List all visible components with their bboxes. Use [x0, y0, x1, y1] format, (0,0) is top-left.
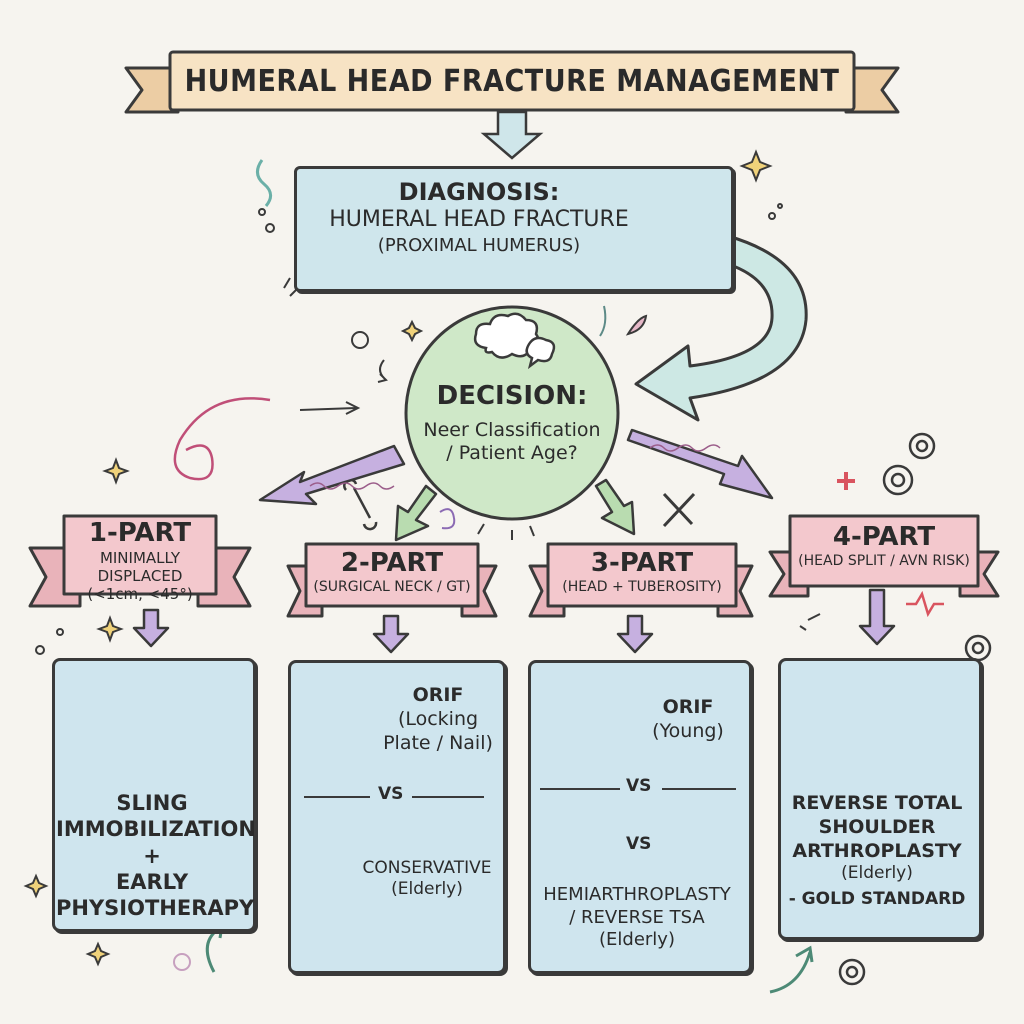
decision-line-2: / Patient Age?: [446, 442, 578, 465]
option-detail: / REVERSE TSA: [569, 906, 705, 928]
treatment-line: ARTHROPLASTY: [792, 839, 962, 862]
thought-bubble-icon: [473, 312, 556, 370]
option-detail: Plate / Nail): [383, 731, 493, 754]
panel-3-part: [528, 660, 752, 974]
branch-title: 3-PART: [590, 548, 694, 578]
branch-subtitle: (HEAD + TUBEROSITY): [562, 579, 722, 596]
panel-2-part: [288, 660, 506, 974]
branch-subtitle: (HEAD SPLIT / AVN RISK): [798, 553, 970, 570]
arrow-to-3part: [594, 478, 636, 536]
panel-4-treatment: REVERSE TOTAL SHOULDER ARTHROPLASTY (Eld…: [782, 792, 972, 910]
branch-title: 1-PART: [88, 518, 192, 548]
down-arrows: [132, 588, 896, 654]
treatment-plus: +: [143, 843, 161, 868]
divider: [662, 788, 736, 790]
decision-text: DECISION: Neer Classification / Patient …: [412, 380, 612, 466]
decision-line-1: Neer Classification: [423, 418, 601, 441]
arrow-to-4part: [626, 428, 774, 500]
ribbon-2-part: 2-PART (SURGICAL NECK / GT): [306, 548, 478, 596]
diagnosis-detail: (PROXIMAL HUMERUS): [377, 235, 581, 257]
option-detail: (Locking: [397, 707, 479, 730]
treatment-line: IMMOBILIZATION: [56, 817, 256, 842]
branch-title: 2-PART: [340, 548, 444, 578]
branch-title: 4-PART: [832, 522, 936, 552]
panel-3-option-2: HEMIARTHROPLASTY / REVERSE TSA (Elderly): [532, 884, 742, 952]
treatment-line: SHOULDER: [818, 815, 936, 838]
branch-subtitle: (<1cm, <45°): [87, 585, 193, 604]
diagnosis-label: DIAGNOSIS:: [398, 178, 560, 206]
option-title: ORIF: [662, 696, 714, 718]
panel-2-option-1: ORIF (Locking Plate / Nail): [380, 684, 496, 755]
ribbon-4-part: 4-PART (HEAD SPLIT / AVN RISK): [790, 522, 978, 570]
panel-1-part: [52, 658, 256, 932]
divider: [304, 796, 370, 798]
option-title: CONSERVATIVE: [362, 858, 492, 878]
treatment-line: PHYSIOTHERAPY: [56, 896, 255, 920]
option-detail: (Elderly): [391, 879, 463, 900]
vs-label: VS: [378, 784, 404, 804]
ribbon-3-part: 3-PART (HEAD + TUBEROSITY): [548, 548, 736, 596]
panel-4-part: [778, 658, 982, 940]
treatment-detail: (Elderly): [841, 863, 913, 884]
arrow-title-to-diagnosis: [480, 110, 544, 160]
divider: [412, 796, 484, 798]
option-detail: (Young): [652, 719, 724, 742]
arrow-to-2part: [394, 484, 438, 542]
branch-subtitle: (SURGICAL NECK / GT): [313, 579, 471, 596]
treatment-line: REVERSE TOTAL: [791, 792, 963, 814]
panel-1-treatment: SLING IMMOBILIZATION + EARLY PHYSIOTHERA…: [56, 790, 256, 921]
treatment-note: - GOLD STANDARD: [788, 888, 966, 909]
diagnosis-box: [294, 166, 734, 292]
branch-subtitle: MINIMALLY DISPLACED: [97, 549, 183, 586]
diagnosis-name: HUMERAL HEAD FRACTURE: [329, 206, 629, 232]
vs-label: VS: [626, 834, 652, 854]
panel-2-option-2: CONSERVATIVE (Elderly): [356, 858, 498, 901]
decision-label: DECISION:: [436, 381, 588, 411]
panel-3-option-1: ORIF (Young): [640, 696, 736, 744]
option-title: ORIF: [412, 684, 464, 706]
diagnosis-text: DIAGNOSIS: HUMERAL HEAD FRACTURE (PROXIM…: [320, 178, 638, 278]
option-title: HEMIARTHROPLASTY: [543, 884, 731, 905]
option-detail: (Elderly): [599, 929, 675, 950]
treatment-line: EARLY: [115, 869, 189, 894]
vs-label: VS: [626, 776, 652, 796]
page-title: HUMERAL HEAD FRACTURE MANAGEMENT: [184, 63, 840, 99]
wrench-screwdriver-icon: [662, 492, 696, 528]
divider: [540, 788, 620, 790]
arrow-to-1part: [258, 444, 406, 506]
ribbon-1-part: 1-PART MINIMALLY DISPLACED (<1cm, <45°): [64, 518, 216, 603]
treatment-line: SLING: [116, 791, 188, 815]
